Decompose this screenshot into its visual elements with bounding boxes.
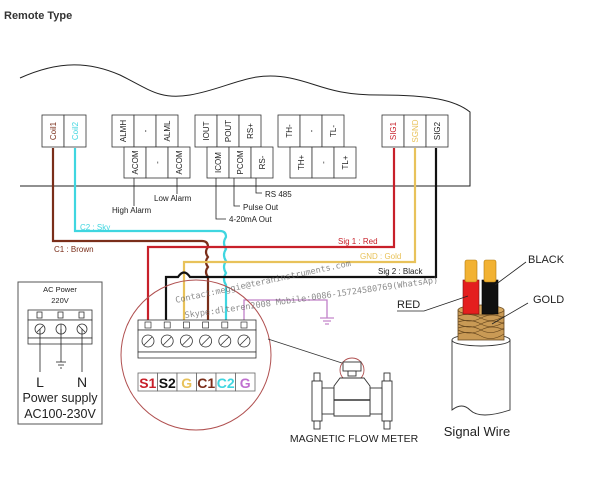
terminal-label: ALMH [119, 120, 128, 142]
sensor-terminal-tab [144, 321, 152, 329]
cable-black-label: BLACK [528, 254, 565, 266]
callout-pulse-out: Pulse Out [243, 203, 279, 212]
sensor-terminal-label-s2: S2 [159, 375, 176, 391]
terminal-label: IOUT [202, 121, 211, 140]
screw-slot [143, 336, 153, 346]
terminal-coil2-cell [63, 114, 87, 148]
terminal-label: ALML [163, 120, 172, 141]
ground-symbol [320, 317, 334, 325]
wire-sig1-red [146, 148, 396, 320]
cable-red-label: RED [397, 299, 420, 311]
label-c2-sky: C2 : Sky [80, 223, 110, 232]
sensor-terminal-tab [202, 321, 209, 329]
terminal-label: TH+ [297, 155, 306, 171]
sensor-terminal-tab [163, 321, 171, 329]
terminal-label: ACOM [131, 150, 140, 174]
terminal-label: - [141, 129, 150, 132]
power-range-label: AC100-230V [24, 407, 96, 421]
signal-wire-caption: Signal Wire [444, 424, 510, 439]
wire-ground-purple [243, 299, 328, 320]
terminal-l-label: L [36, 374, 44, 390]
converter-housing [19, 64, 471, 187]
label-sig2-black: Sig 2 : Black [378, 267, 423, 276]
terminal-label: PCOM [236, 150, 245, 174]
terminal-n-label: N [77, 374, 87, 390]
terminal-sig2-cell [425, 114, 449, 148]
wire-c1-brown [51, 148, 210, 320]
ac-voltage-label: 220V [51, 296, 69, 305]
sensor-terminal-tab [221, 321, 229, 329]
terminal-label: - [319, 161, 328, 164]
callout-rs485: RS 485 [265, 190, 292, 199]
terminal-acom-cell [167, 146, 191, 179]
screw-slot [182, 336, 191, 346]
terminal-label: RS- [258, 155, 267, 169]
wire-c2-sky [73, 148, 228, 320]
zoom-circle [120, 279, 272, 431]
sensor-terminal-tab [240, 321, 248, 329]
cable-gold-label: GOLD [533, 294, 564, 306]
terminal-label: - [307, 129, 316, 132]
terminal-label: Coil2 [71, 121, 80, 140]
meter-label: MAGNETIC FLOW METER [290, 433, 419, 445]
terminal-label: - [153, 161, 162, 164]
diagram-title: Remote Type [4, 10, 73, 22]
terminal-label: TH- [285, 124, 294, 138]
callout-high-alarm: High Alarm [112, 206, 151, 215]
screw-slot [201, 336, 210, 346]
label-gnd-gold: GND : Gold [360, 252, 401, 261]
signal-cable [451, 259, 511, 416]
terminal-label: ICOM [214, 152, 223, 173]
flow-meter [311, 357, 393, 430]
sensor-terminal-label-c1: C1 [197, 375, 215, 391]
terminal-tl-cell [333, 146, 357, 179]
sensor-terminal-label-s1: S1 [139, 375, 156, 391]
ac-power-box: AC Power 220V L N Power supply AC100-230… [17, 281, 103, 425]
terminal-label: TL- [329, 125, 338, 137]
terminal-label: ACOM [175, 150, 184, 174]
sensor-label-box [235, 372, 256, 392]
sensor-terminal-label-g: G [181, 375, 192, 391]
callout-current-out: 4-20mA Out [229, 215, 272, 224]
terminal-label: POUT [224, 120, 233, 142]
screw-slot [220, 336, 230, 346]
sensor-terminal-block [137, 319, 257, 359]
screw-slot [239, 336, 249, 346]
wire-gnd-gold [182, 148, 417, 320]
terminal-label: SGND [411, 119, 420, 142]
pointer-line [267, 338, 346, 365]
power-supply-label: Power supply [22, 391, 98, 405]
screw-slot [162, 336, 172, 346]
terminal-label: SIG1 [389, 121, 398, 140]
sensor-terminal-label-c2: C2 [217, 375, 235, 391]
wire-sig2-black [164, 148, 438, 320]
terminal-rs-cell [250, 146, 274, 179]
label-sig1-red: Sig 1 : Red [338, 237, 378, 246]
terminal-label: TL+ [341, 155, 350, 169]
sensor-terminal-label-g: G [240, 375, 251, 391]
terminal-label: Coil1 [49, 121, 58, 140]
terminal-label: SIG2 [433, 121, 442, 140]
label-c1-brown: C1 : Brown [54, 245, 94, 254]
callout-low-alarm: Low Alarm [154, 194, 192, 203]
ac-power-label: AC Power [43, 285, 77, 294]
terminal-label: RS+ [246, 123, 255, 139]
sensor-terminal-tab [183, 321, 190, 329]
